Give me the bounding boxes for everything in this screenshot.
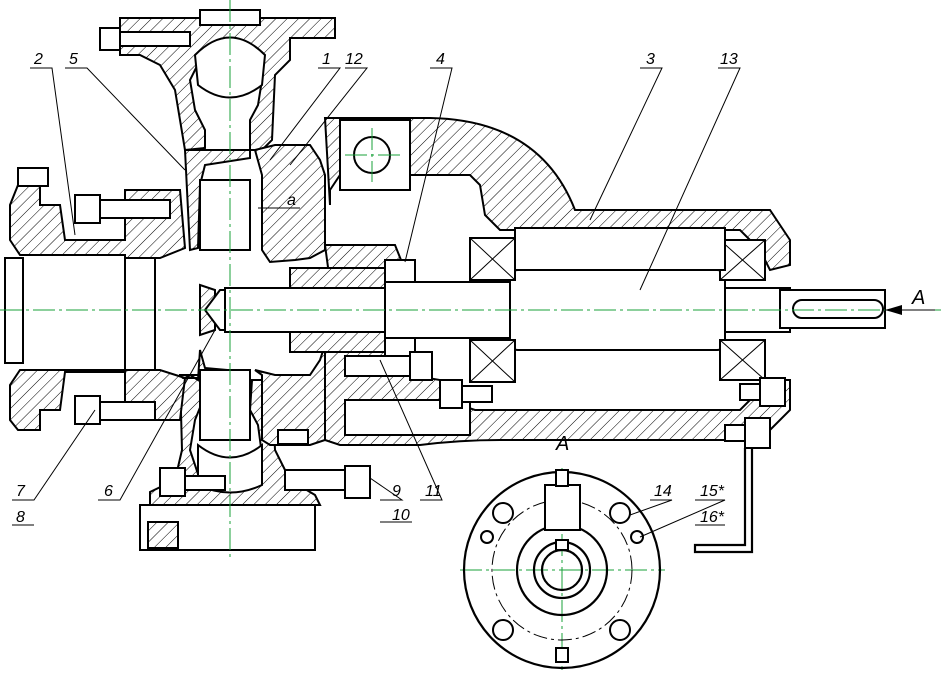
bolts: [17, 27, 786, 499]
callout-4: 4: [436, 51, 445, 68]
callout-8: 8: [16, 509, 25, 526]
gland-packing: [289, 259, 416, 361]
bearing-spacer: [514, 227, 726, 271]
callout-10: 10: [392, 507, 410, 524]
callout-14: 14: [654, 483, 672, 500]
callout-9: 9: [392, 483, 401, 500]
gap-label-a: a: [287, 192, 296, 209]
bearing-left: [469, 237, 516, 383]
support-bracket: [693, 448, 754, 554]
callout-5: 5: [69, 51, 78, 68]
callout-3: 3: [646, 51, 655, 68]
direction-arrow-a: A: [885, 287, 935, 315]
callout-12: 12: [345, 51, 363, 68]
callout-1: 1: [322, 51, 331, 68]
bearing-right: [719, 239, 766, 381]
callout-16: 16*: [700, 509, 725, 526]
impeller: [181, 149, 251, 441]
view-a-label: A: [555, 433, 569, 455]
leader-lines: [12, 67, 741, 538]
callout-2: 2: [33, 51, 43, 68]
callout-15: 15*: [700, 483, 725, 500]
view-a-end-view: [462, 469, 662, 670]
arrow-a-label: A: [911, 287, 925, 309]
callout-7: 7: [16, 483, 26, 500]
casing-cover: [253, 144, 326, 446]
callout-11: 11: [425, 483, 442, 500]
callout-6: 6: [104, 483, 113, 500]
callout-13: 13: [720, 51, 738, 68]
